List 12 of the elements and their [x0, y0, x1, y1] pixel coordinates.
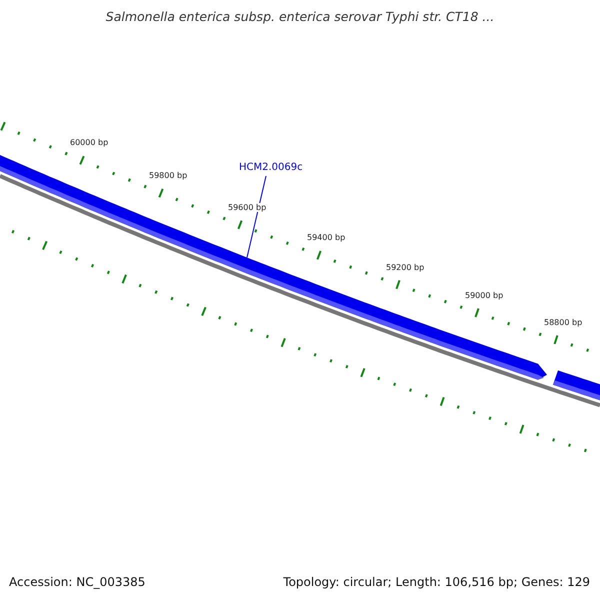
- position-label: 59200 bp: [386, 262, 424, 272]
- position-label: 58800 bp: [544, 318, 582, 327]
- position-label: 59600 bp: [228, 202, 266, 212]
- summary-text: Topology: circular; Length: 106,516 bp; Genes: 129: [283, 575, 590, 589]
- accession-text: Accession: NC_003385: [9, 575, 146, 589]
- leader-line: [246, 176, 266, 258]
- position-label: 59000 bp: [465, 290, 504, 300]
- position-label: 60000 bp: [70, 138, 108, 148]
- position-label: 59400 bp: [307, 233, 346, 242]
- map-title: Salmonella enterica subsp. enterica serovar Typhi str. CT18 ...: [104, 9, 496, 24]
- position-label: 59800 bp: [149, 171, 188, 180]
- gene-label: HCM2.0069c: [239, 162, 303, 173]
